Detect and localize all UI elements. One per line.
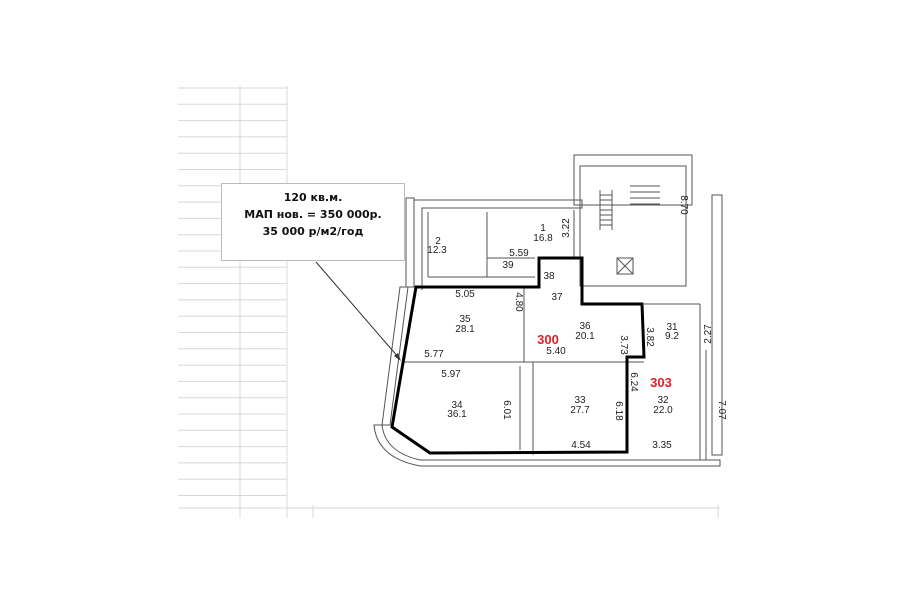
- dimension: 5.77: [424, 349, 444, 360]
- building-walls: [373, 154, 723, 467]
- callout-pointer: [315, 261, 400, 359]
- dimension: 6.24: [628, 372, 639, 392]
- dimension: 5.59: [509, 248, 529, 259]
- dimension: 4.54: [571, 440, 591, 451]
- room-number: 1: [540, 223, 546, 234]
- room-area: 12.3: [427, 245, 447, 256]
- unit-label-300: 300: [537, 332, 559, 347]
- callout-rate: 35 000 р/м2/год: [262, 225, 364, 238]
- room-number: 35: [459, 314, 471, 325]
- arrow-head-icon: [394, 353, 401, 361]
- room-area: 9.2: [665, 331, 679, 342]
- dimension: 3.82: [644, 327, 655, 347]
- dimension: 7.07: [716, 400, 727, 420]
- unit-label-303: 303: [650, 375, 672, 390]
- dimension: 3.35: [652, 440, 672, 451]
- room-area: 27.7: [570, 405, 590, 416]
- small-room-number: 39: [502, 260, 514, 271]
- dimension: 6.01: [501, 400, 512, 420]
- room-number: 2: [435, 236, 441, 247]
- room-number: 36: [579, 321, 591, 332]
- small-room-number: 37: [551, 292, 563, 303]
- price-callout: 120 кв.м. МАП нов. = 350 000р. 35 000 р/…: [221, 183, 405, 261]
- room-number: 32: [657, 395, 669, 406]
- dimension: 5.40: [546, 346, 566, 357]
- dimension: 6.18: [613, 401, 624, 421]
- room-number: 34: [451, 400, 463, 411]
- dimension: 5.05: [455, 289, 475, 300]
- small-room-number: 38: [543, 271, 555, 282]
- callout-area: 120 кв.м.: [283, 191, 343, 204]
- room-area: 36.1: [447, 409, 467, 420]
- leased-area-outline: [390, 256, 646, 455]
- dimension: 3.22: [561, 218, 572, 238]
- room-area: 20.1: [575, 331, 595, 342]
- room-number: 33: [574, 395, 586, 406]
- room-number: 31: [666, 322, 678, 333]
- room-area: 28.1: [455, 324, 475, 335]
- room-area: 16.8: [533, 233, 553, 244]
- room-area: 22.0: [653, 405, 673, 416]
- dimension: 4.80: [513, 292, 524, 312]
- dimension: 5.97: [441, 369, 461, 380]
- dimension: 3.73: [618, 335, 629, 355]
- dimension: 2.27: [703, 324, 714, 344]
- dimension: 8.70: [678, 195, 689, 215]
- callout-price: МАП нов. = 350 000р.: [244, 208, 382, 221]
